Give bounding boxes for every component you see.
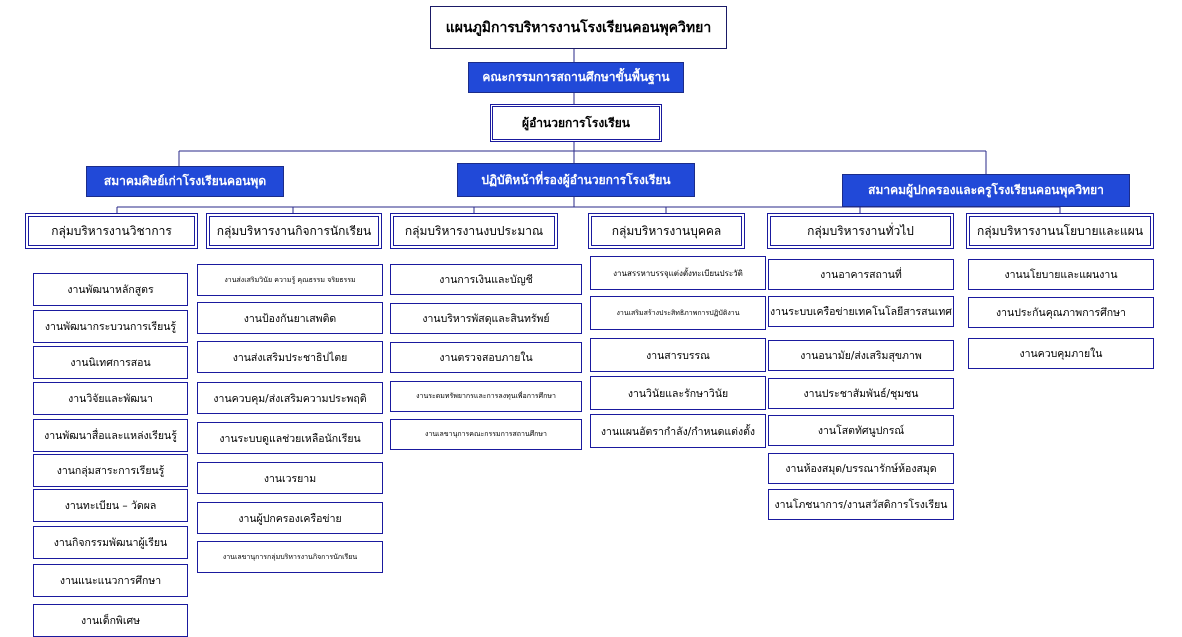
- work-unit-box: งานแผนอัตรากำลัง/กำหนดแต่งตั้ง: [590, 414, 766, 448]
- work-unit-box: งานกลุ่มสาระการเรียนรู้: [33, 454, 188, 487]
- work-unit-box: งานการเงินและบัญชี: [390, 264, 582, 295]
- work-unit-box: งานระบบเครือข่ายเทคโนโลยีสารสนเทศ: [768, 296, 954, 327]
- deputy-director-box: ปฏิบัติหน้าที่รองผู้อำนวยการโรงเรียน: [457, 163, 695, 197]
- department-group-box: กลุ่มบริหารงานบุคคล: [588, 213, 745, 249]
- work-unit-box: งานวินัยและรักษาวินัย: [590, 376, 766, 410]
- work-unit-box: งานระดมทรัพยากรและการลงทุนเพื่อการศึกษา: [390, 381, 582, 412]
- work-unit-box: งานเลขานุการกลุ่มบริหารงานกิจการนักเรียน: [197, 541, 383, 573]
- work-unit-box: งานสรรหาบรรจุแต่งตั้งทะเบียนประวัติ: [590, 256, 766, 290]
- work-unit-box: งานเด็กพิเศษ: [33, 604, 188, 637]
- work-unit-box: งานพัฒนาสื่อและแหล่งเรียนรู้: [33, 419, 188, 452]
- work-unit-box: งานสารบรรณ: [590, 338, 766, 372]
- work-unit-box: งานประกันคุณภาพการศึกษา: [968, 297, 1154, 328]
- work-unit-box: งานวิจัยและพัฒนา: [33, 382, 188, 415]
- work-unit-box: งานเลขานุการคณะกรรมการสถานศึกษา: [390, 419, 582, 450]
- work-unit-box: งานทะเบียน – วัดผล: [33, 489, 188, 522]
- department-group-box: กลุ่มบริหารงานงบประมาณ: [390, 213, 558, 249]
- director-box: ผู้อำนวยการโรงเรียน: [490, 104, 662, 142]
- work-unit-box: งานควบคุม/ส่งเสริมความประพฤติ: [197, 382, 383, 414]
- work-unit-box: งานอาคารสถานที่: [768, 259, 954, 290]
- work-unit-box: งานกิจกรรมพัฒนาผู้เรียน: [33, 526, 188, 559]
- work-unit-box: งานพัฒนากระบวนการเรียนรู้: [33, 310, 188, 343]
- work-unit-box: งานประชาสัมพันธ์/ชุมชน: [768, 378, 954, 409]
- department-group-box: กลุ่มบริหารงานทั่วไป: [767, 213, 954, 249]
- work-unit-box: งานโภชนาการ/งานสวัสดิการโรงเรียน: [768, 489, 954, 520]
- work-unit-box: งานนโยบายและแผนงาน: [968, 259, 1154, 290]
- work-unit-box: งานแนะแนวการศึกษา: [33, 564, 188, 597]
- alumni-association-box: สมาคมศิษย์เก่าโรงเรียนคอนพุด: [86, 166, 284, 197]
- work-unit-box: งานป้องกันยาเสพติด: [197, 302, 383, 334]
- parent-teacher-association-box: สมาคมผู้ปกครองและครูโรงเรียนคอนพุควิทยา: [842, 174, 1130, 207]
- work-unit-box: งานนิเทศการสอน: [33, 346, 188, 379]
- work-unit-box: งานตรวจสอบภายใน: [390, 342, 582, 373]
- department-group-box: กลุ่มบริหารงานกิจการนักเรียน: [206, 213, 382, 249]
- work-unit-box: งานเวรยาม: [197, 462, 383, 494]
- work-unit-box: งานผู้ปกครองเครือข่าย: [197, 502, 383, 534]
- work-unit-box: งานควบคุมภายใน: [968, 338, 1154, 369]
- work-unit-box: งานบริหารพัสดุและสินทรัพย์: [390, 303, 582, 334]
- work-unit-box: งานอนามัย/ส่งเสริมสุขภาพ: [768, 340, 954, 371]
- work-unit-box: งานเสริมสร้างประสิทธิภาพการปฏิบัติงาน: [590, 296, 766, 330]
- department-group-box: กลุ่มบริหารงานนโยบายและแผน: [966, 213, 1154, 249]
- work-unit-box: งานพัฒนาหลักสูตร: [33, 273, 188, 306]
- work-unit-box: งานส่งเสริมประชาธิปไตย: [197, 341, 383, 373]
- work-unit-box: งานห้องสมุด/บรรณารักษ์ห้องสมุด: [768, 453, 954, 484]
- basic-education-board-box: คณะกรรมการสถานศึกษาขั้นพื้นฐาน: [468, 62, 684, 93]
- work-unit-box: งานโสตทัศนูปกรณ์: [768, 415, 954, 446]
- department-group-box: กลุ่มบริหารงานวิชาการ: [25, 213, 198, 249]
- work-unit-box: งานระบบดูแลช่วยเหลือนักเรียน: [197, 422, 383, 454]
- work-unit-box: งานส่งเสริมวินัย ความรู้ คุณธรรม จริยธรร…: [197, 264, 383, 296]
- chart-title: แผนภูมิการบริหารงานโรงเรียนคอนพุควิทยา: [430, 6, 727, 49]
